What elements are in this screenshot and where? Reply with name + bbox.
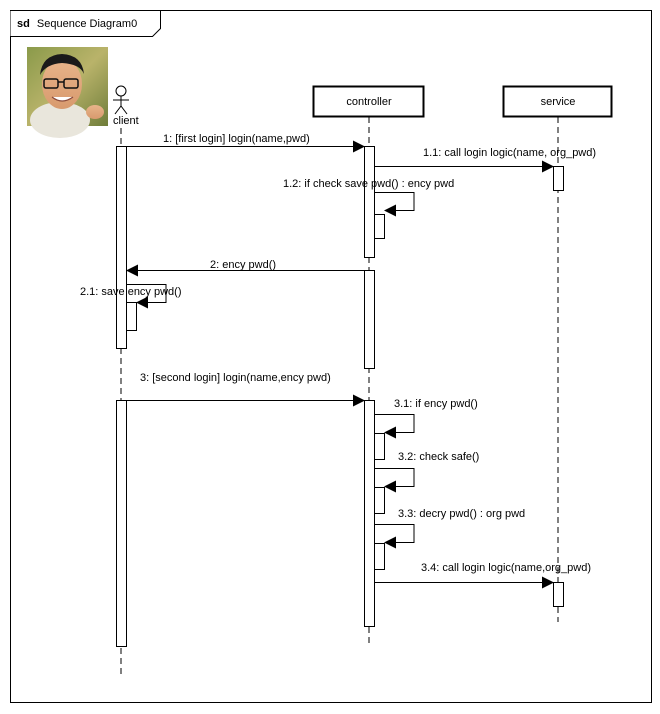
- message-1-2-label: 1.2: if check save pwd() : ency pwd: [283, 178, 454, 190]
- activation-service-2: [553, 582, 564, 607]
- message-3-3-arrow: [374, 524, 415, 549]
- activation-controller-nested-4: [374, 543, 385, 570]
- frame-title: Sequence Diagram0: [37, 18, 137, 30]
- actor-photo: [27, 47, 108, 138]
- message-1-2-arrow: [374, 192, 415, 217]
- activation-client-nested: [126, 302, 137, 331]
- participant-controller: [312, 85, 425, 118]
- svg-text:sd Sequence Diagram0: sd Sequence Diagram0: [17, 18, 137, 30]
- message-2-1-arrow: [126, 284, 167, 309]
- frame-title-tab: [10, 10, 161, 37]
- activation-controller-2: [364, 270, 375, 369]
- activation-controller-nested-2: [374, 433, 385, 460]
- message-1-1-label: 1.1: call login logic(name, org_pwd): [423, 147, 596, 159]
- activation-controller-3: [364, 400, 375, 627]
- participant-service-label: service: [541, 96, 576, 108]
- message-3-label: 3: [second login] login(name,ency pwd): [140, 372, 331, 384]
- activation-controller-nested-1: [374, 214, 385, 239]
- message-3-3-label: 3.3: decry pwd() : org pwd: [398, 508, 525, 520]
- message-3-1-label: 3.1: if ency pwd(): [394, 398, 478, 410]
- frame-keyword: sd: [17, 18, 30, 30]
- actor-label: client: [113, 115, 139, 127]
- participant-service: [502, 85, 613, 118]
- actor-stick-figure-icon: [113, 85, 129, 115]
- participant-controller-label: controller: [346, 96, 392, 108]
- activation-controller-nested-3: [374, 487, 385, 514]
- message-1-label: 1: [first login] login(name,pwd): [163, 133, 310, 145]
- message-3-4-label: 3.4: call login logic(name,org_pwd): [421, 562, 591, 574]
- activation-service-1: [553, 166, 564, 191]
- message-2-1-label: 2.1: save ency pwd(): [80, 286, 182, 298]
- message-2-label: 2: ency pwd(): [210, 259, 276, 271]
- message-3-2-arrow: [374, 468, 415, 493]
- activation-client-2: [116, 400, 127, 647]
- message-3-2-label: 3.2: check safe(): [398, 451, 479, 463]
- activation-client-1: [116, 146, 127, 349]
- message-3-1-arrow: [374, 414, 415, 439]
- activation-controller-1: [364, 146, 375, 258]
